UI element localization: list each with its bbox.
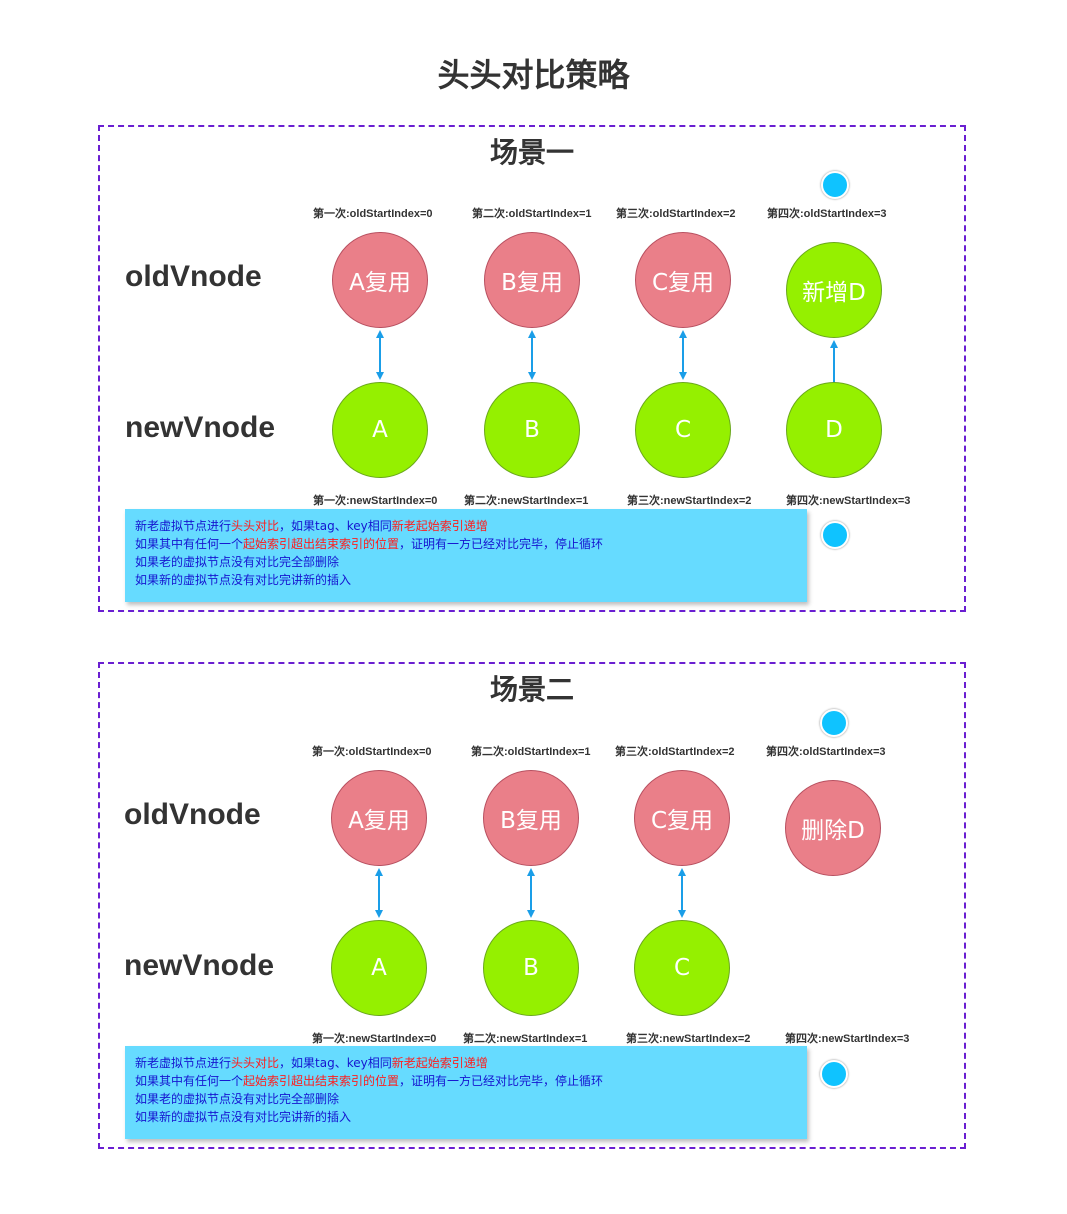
scene-1-old-index-4: 第四次:oldStartIndex=3 [767,208,887,220]
scene-2-deleted-node-d: 删除D [785,780,881,876]
scene-1-new-node-c: C [635,382,731,478]
scene-2-new-index-2: 第二次:newStartIndex=1 [463,1033,588,1045]
scene-1-new-index-1: 第一次:newStartIndex=0 [313,495,438,507]
scene-2-old-index-3: 第三次:oldStartIndex=2 [615,746,735,758]
scene-1-title: 场景一 [489,136,574,169]
scene-2-new-node-b: B [483,920,579,1016]
scene-1-old-index-3: 第三次:oldStartIndex=2 [616,208,736,220]
scene-1-connection-point-top [821,171,849,199]
scene-2-note-line-3: 如果老的虚拟节点没有对比完全部删除 [135,1092,340,1106]
scene-1-note-line-3: 如果老的虚拟节点没有对比完全部删除 [135,555,340,569]
scene-1-old-node-a: A复用 [332,232,428,328]
scene-2-old-index-2: 第二次:oldStartIndex=1 [471,746,591,758]
scene-2-frame: 场景二 [98,662,966,1149]
scene-2-old-node-b: B复用 [483,770,579,866]
scene-2-old-index-1: 第一次:oldStartIndex=0 [312,746,432,758]
scene-1-note-line-2: 如果其中有任何一个起始索引超出结束索引的位置，证明有一方已经对比完毕，停止循环 [135,537,604,551]
scene-1-old-node-b: B复用 [484,232,580,328]
scene-1-new-index-2: 第二次:newStartIndex=1 [464,495,589,507]
scene-1-new-node-a: A [332,382,428,478]
scene-2-new-index-3: 第三次:newStartIndex=2 [626,1033,751,1045]
scene-1-old-index-2: 第二次:oldStartIndex=1 [472,208,592,220]
scene-2-new-index-4: 第四次:newStartIndex=3 [785,1033,910,1045]
scene-1-connection-point-bottom [821,521,849,549]
scene-1-frame: 场景一 [98,125,966,612]
scene-1-old-node-c: C复用 [635,232,731,328]
scene-2-note-line-4: 如果新的虚拟节点没有对比完讲新的插入 [135,1110,352,1124]
scene-2-new-label: newVnode [124,949,275,982]
scene-2-new-index-1: 第一次:newStartIndex=0 [312,1033,437,1045]
scene-1-old-index-1: 第一次:oldStartIndex=0 [313,208,433,220]
scene-2-title: 场景二 [489,673,574,706]
scene-2-old-node-c: C复用 [634,770,730,866]
scene-1-added-node-d: 新增D [786,242,882,338]
scene-2-connection-point-top [820,709,848,737]
scene-2-connection-point-bottom [820,1060,848,1088]
scene-2-old-node-a: A复用 [331,770,427,866]
scene-2-new-node-c: C [634,920,730,1016]
scene-1-new-label: newVnode [125,411,276,444]
scene-1-new-node-b: B [484,382,580,478]
scene-1-new-index-4: 第四次:newStartIndex=3 [786,495,911,507]
scene-1-note-line-4: 如果新的虚拟节点没有对比完讲新的插入 [135,573,352,587]
scene-1-new-index-3: 第三次:newStartIndex=2 [627,495,752,507]
page-title: 头头对比策略 [437,56,630,94]
scene-2-note-line-1: 新老虚拟节点进行头头对比，如果tag、key相同新老起始索引递增 [135,1056,488,1070]
scene-2-old-label: oldVnode [124,798,261,831]
scene-1-note: 新老虚拟节点进行头头对比，如果tag、key相同新老起始索引递增 如果其中有任何… [125,509,807,602]
scene-2-note-line-2: 如果其中有任何一个起始索引超出结束索引的位置，证明有一方已经对比完毕，停止循环 [135,1074,604,1088]
scene-1-note-line-1: 新老虚拟节点进行头头对比，如果tag、key相同新老起始索引递增 [135,519,488,533]
scene-2-note: 新老虚拟节点进行头头对比，如果tag、key相同新老起始索引递增 如果其中有任何… [125,1046,807,1139]
scene-1-old-label: oldVnode [125,260,262,293]
scene-2-old-index-4: 第四次:oldStartIndex=3 [766,746,886,758]
scene-2-new-node-a: A [331,920,427,1016]
scene-1-new-node-d: D [786,382,882,478]
